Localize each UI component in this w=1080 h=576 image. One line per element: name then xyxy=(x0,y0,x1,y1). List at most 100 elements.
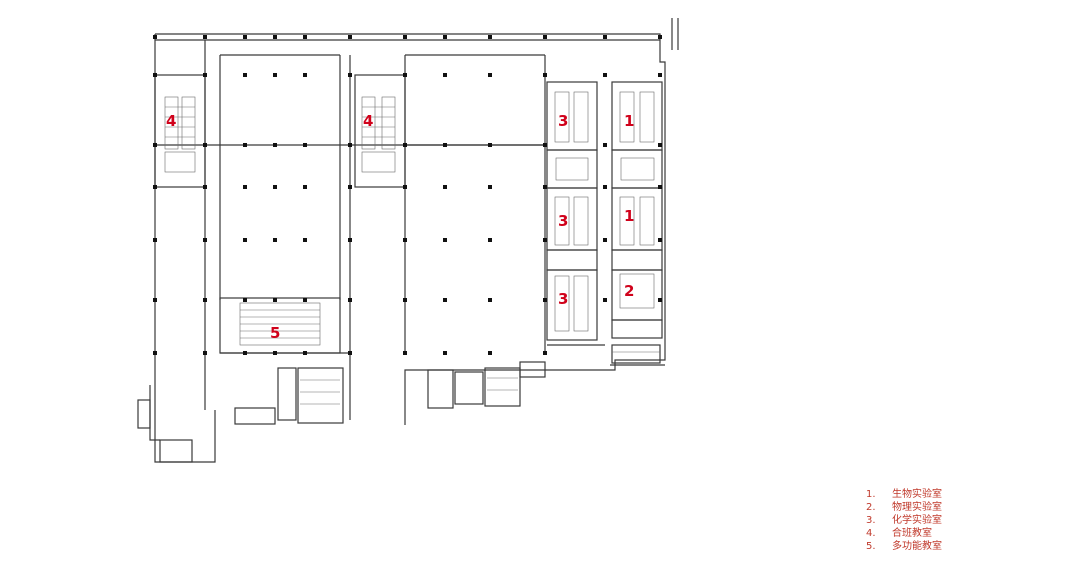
column-dot xyxy=(403,185,407,189)
column-dot xyxy=(543,73,547,77)
legend-number: 1. xyxy=(866,489,876,500)
column-dot xyxy=(543,351,547,355)
room-label-2: 2 xyxy=(624,282,634,300)
column-dot xyxy=(443,238,447,242)
room-label-1-top: 1 xyxy=(624,112,634,130)
column-dot xyxy=(443,351,447,355)
legend-item: 5. 多功能教室 xyxy=(866,540,1066,553)
column-dot xyxy=(203,73,207,77)
structural-columns xyxy=(153,35,662,355)
legend-item: 4. 合班教室 xyxy=(866,527,1066,540)
column-dot xyxy=(348,298,352,302)
column-dot xyxy=(153,298,157,302)
column-dot xyxy=(243,143,247,147)
room-label-1-middle: 1 xyxy=(624,207,634,225)
column-dot xyxy=(488,35,492,39)
legend-item: 1. 生物实验室 xyxy=(866,488,1066,501)
room-legend: 1. 生物实验室 2. 物理实验室 3. 化学实验室 4. 合班教室 5. 多功… xyxy=(866,488,1066,553)
column-dot xyxy=(543,143,547,147)
legend-label: 生物实验室 xyxy=(892,489,942,500)
column-dot xyxy=(403,298,407,302)
column-dot xyxy=(488,298,492,302)
column-dot xyxy=(443,298,447,302)
column-dot xyxy=(658,238,662,242)
legend-label: 合班教室 xyxy=(892,528,932,539)
column-dot xyxy=(273,238,277,242)
column-dot xyxy=(303,185,307,189)
legend-label: 物理实验室 xyxy=(892,502,942,513)
column-dot xyxy=(153,143,157,147)
column-dot xyxy=(303,35,307,39)
column-dot xyxy=(543,185,547,189)
column-dot xyxy=(603,185,607,189)
column-dot xyxy=(488,351,492,355)
column-dot xyxy=(488,143,492,147)
seating-grid xyxy=(164,91,660,405)
column-dot xyxy=(203,143,207,147)
column-dot xyxy=(203,185,207,189)
column-dot xyxy=(303,238,307,242)
legend-number: 5. xyxy=(866,541,876,552)
column-dot xyxy=(488,185,492,189)
column-dot xyxy=(543,298,547,302)
column-dot xyxy=(153,73,157,77)
column-dot xyxy=(203,298,207,302)
room-label-3-middle: 3 xyxy=(558,212,568,230)
column-dot xyxy=(243,351,247,355)
column-dot xyxy=(273,351,277,355)
column-dot xyxy=(243,298,247,302)
column-dot xyxy=(153,35,157,39)
column-dot xyxy=(403,35,407,39)
legend-number: 3. xyxy=(866,515,876,526)
legend-item: 2. 物理实验室 xyxy=(866,501,1066,514)
column-dot xyxy=(303,298,307,302)
column-dot xyxy=(203,238,207,242)
column-dot xyxy=(488,73,492,77)
column-dot xyxy=(658,73,662,77)
column-dot xyxy=(658,298,662,302)
column-dot xyxy=(348,35,352,39)
column-dot xyxy=(443,185,447,189)
room-label-4-left: 4 xyxy=(166,112,176,130)
column-dot xyxy=(273,35,277,39)
column-dot xyxy=(403,73,407,77)
legend-label: 多功能教室 xyxy=(892,541,942,552)
column-dot xyxy=(603,143,607,147)
column-dot xyxy=(443,73,447,77)
column-dot xyxy=(403,238,407,242)
legend-number: 4. xyxy=(866,528,876,539)
column-dot xyxy=(348,351,352,355)
column-dot xyxy=(348,185,352,189)
column-dot xyxy=(603,238,607,242)
room-label-3-top: 3 xyxy=(558,112,568,130)
column-dot xyxy=(153,185,157,189)
column-dot xyxy=(348,73,352,77)
building-walls xyxy=(137,18,679,463)
column-dot xyxy=(203,351,207,355)
room-label-4-middle: 4 xyxy=(363,112,373,130)
room-number-labels: 4 4 3 1 3 1 3 2 5 xyxy=(166,112,634,342)
column-dot xyxy=(303,351,307,355)
column-dot xyxy=(603,73,607,77)
column-dot xyxy=(273,143,277,147)
column-dot xyxy=(203,35,207,39)
column-dot xyxy=(603,35,607,39)
column-dot xyxy=(443,143,447,147)
room-label-3-bottom: 3 xyxy=(558,290,568,308)
column-dot xyxy=(658,185,662,189)
legend-number: 2. xyxy=(866,502,876,513)
column-dot xyxy=(543,35,547,39)
column-dot xyxy=(603,298,607,302)
column-dot xyxy=(243,73,247,77)
column-dot xyxy=(403,143,407,147)
column-dot xyxy=(443,35,447,39)
column-dot xyxy=(243,238,247,242)
column-dot xyxy=(273,298,277,302)
column-dot xyxy=(273,185,277,189)
column-dot xyxy=(243,185,247,189)
legend-item: 3. 化学实验室 xyxy=(866,514,1066,527)
column-dot xyxy=(303,143,307,147)
column-dot xyxy=(658,35,662,39)
column-dot xyxy=(153,238,157,242)
